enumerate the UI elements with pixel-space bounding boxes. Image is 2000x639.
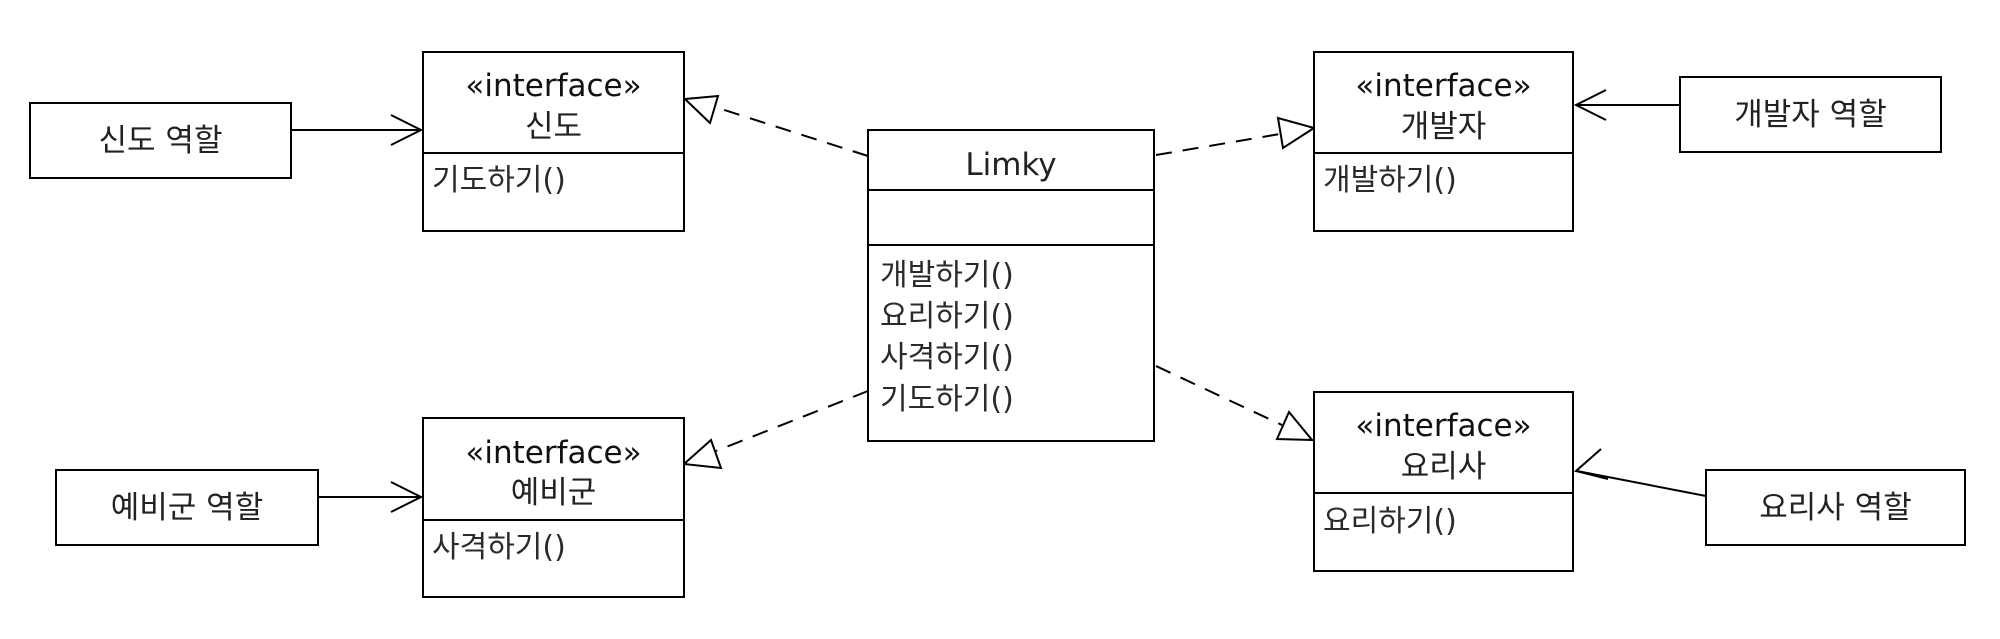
realization-line-cook [1155,365,1283,426]
class-name: Limky [965,147,1056,183]
role-box-shindo: 신도 역할 [29,102,292,179]
realization-arrowhead-cook [1275,410,1315,442]
association-arrowhead-developer-role [1573,89,1607,121]
realization-arrowhead-shindo [682,94,720,125]
association-arrowhead-reservist-role [390,481,424,513]
interface-name: 개발자 [1401,109,1487,145]
role-label: 개발자 역할 [1734,97,1886,133]
interface-name: 요리사 [1401,449,1487,485]
realization-line-shindo [717,107,869,157]
association-line-cook-role [1576,470,1707,497]
interface-method: 개발하기() [1323,163,1457,198]
interface-stereotype: «interface» [465,435,641,471]
interface-stereotype: «interface» [1355,408,1531,444]
realization-arrowhead-reservist [681,438,723,470]
interface-name: 예비군 [511,475,597,511]
role-box-cook: 요리사 역할 [1705,469,1966,546]
role-box-developer: 개발자 역할 [1679,76,1942,153]
interface-stereotype: «interface» [465,68,641,104]
interface-method: 사격하기() [432,530,566,565]
class-box-limky: Limky 개발하기() 요리하기() 사격하기() 기도하기() [867,129,1155,442]
realization-line-reservist [715,390,869,452]
interface-stereotype: «interface» [1355,68,1531,104]
association-arrowhead-shindo-role [390,114,424,146]
interface-method: 요리하기() [1323,504,1457,539]
role-label: 신도 역할 [99,123,223,159]
interface-box-developer: «interface» 개발자 개발하기() [1313,51,1574,232]
role-box-reservist: 예비군 역할 [55,469,319,546]
realization-arrowhead-developer [1276,116,1317,150]
class-method: 기도하기() [880,382,1014,417]
realization-line-developer [1155,133,1281,156]
interface-box-reservist: «interface» 예비군 사격하기() [422,417,685,598]
interface-box-cook: «interface» 요리사 요리하기() [1313,391,1574,572]
association-arrowhead-cook-role [1573,448,1609,480]
class-method: 개발하기() [880,258,1014,293]
interface-method: 기도하기() [432,163,566,198]
interface-box-shindo: «interface» 신도 기도하기() [422,51,685,232]
role-label: 예비군 역할 [111,490,263,526]
role-label: 요리사 역할 [1759,490,1911,526]
interface-name: 신도 [525,109,582,145]
class-method: 요리하기() [880,299,1014,334]
class-method: 사격하기() [880,340,1014,375]
